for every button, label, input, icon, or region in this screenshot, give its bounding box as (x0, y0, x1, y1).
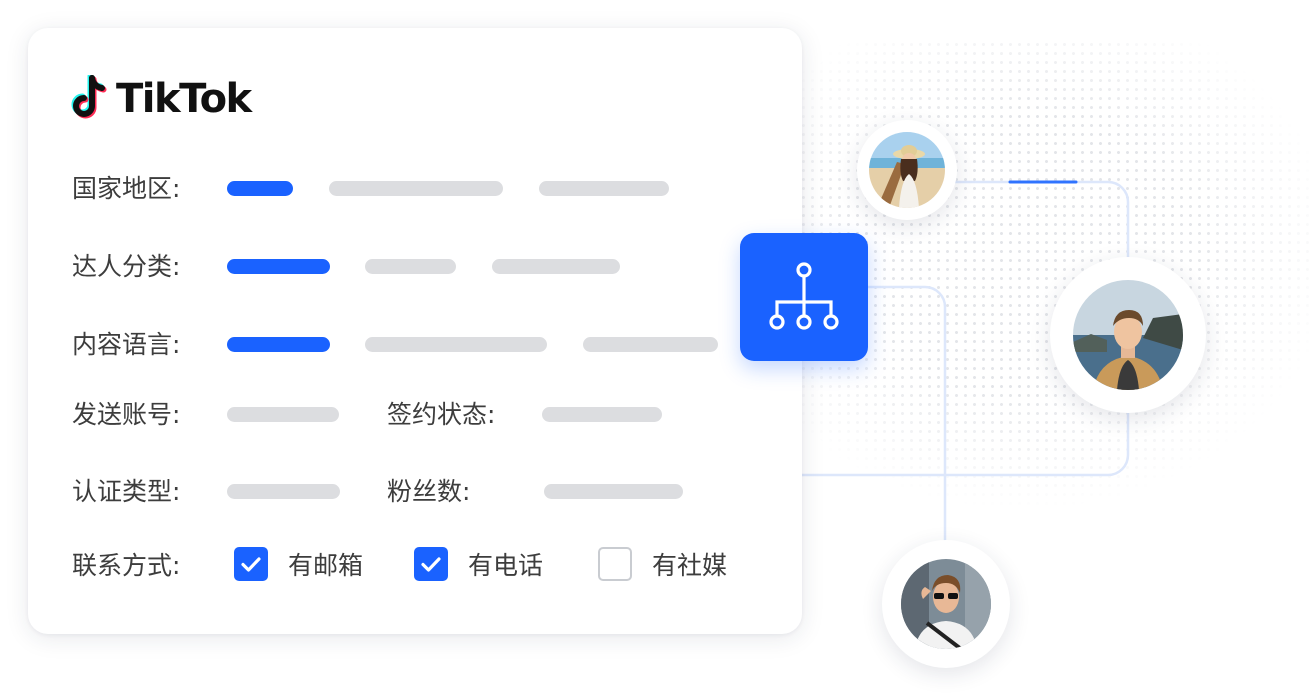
has-email-checkbox[interactable] (234, 547, 268, 581)
has-social-label[interactable]: 有社媒 (652, 551, 728, 580)
avatar-man-coast-image (1073, 280, 1183, 390)
hierarchy-icon (769, 262, 839, 330)
language-option[interactable] (583, 337, 718, 352)
language-option[interactable] (365, 337, 547, 352)
category-option[interactable] (365, 259, 456, 274)
hub-tile (740, 233, 868, 361)
category-option[interactable] (492, 259, 620, 274)
checkmark-icon (421, 557, 441, 572)
avatar-man-coast[interactable] (1073, 280, 1183, 390)
followers-select[interactable] (544, 484, 683, 499)
country-option[interactable] (329, 181, 503, 196)
country-option[interactable] (539, 181, 669, 196)
filter-label-send-account: 发送账号: (72, 400, 181, 429)
avatar-man-sunglasses-image (901, 559, 991, 649)
filter-label-country: 国家地区: (72, 174, 181, 203)
send-account-select[interactable] (227, 407, 339, 422)
has-email-label[interactable]: 有邮箱 (288, 551, 364, 580)
filter-label-language: 内容语言: (72, 330, 181, 359)
country-option-selected[interactable] (227, 181, 293, 196)
filter-label-category: 达人分类: (72, 252, 181, 281)
has-phone-label[interactable]: 有电话 (468, 551, 544, 580)
category-option-selected[interactable] (227, 259, 330, 274)
avatar-man-sunglasses[interactable] (901, 559, 991, 649)
has-phone-checkbox[interactable] (414, 547, 448, 581)
language-option-selected[interactable] (227, 337, 330, 352)
filter-label-contact: 联系方式: (72, 551, 181, 580)
brand-name: TikTok (116, 76, 252, 122)
avatar-woman-beach[interactable] (869, 132, 945, 208)
filter-label-contract-status: 签约状态: (387, 400, 496, 429)
filter-card (28, 28, 802, 634)
tiktok-logo: TikTok (70, 72, 252, 126)
avatar-woman-beach-image (869, 132, 945, 208)
filter-label-cert-type: 认证类型: (72, 477, 181, 506)
checkmark-icon (241, 557, 261, 572)
cert-type-select[interactable] (227, 484, 340, 499)
world-map-dots (790, 40, 1310, 510)
contract-status-select[interactable] (542, 407, 662, 422)
filter-label-followers: 粉丝数: (387, 477, 471, 506)
has-social-checkbox[interactable] (598, 547, 632, 581)
tiktok-note-icon (71, 75, 107, 119)
